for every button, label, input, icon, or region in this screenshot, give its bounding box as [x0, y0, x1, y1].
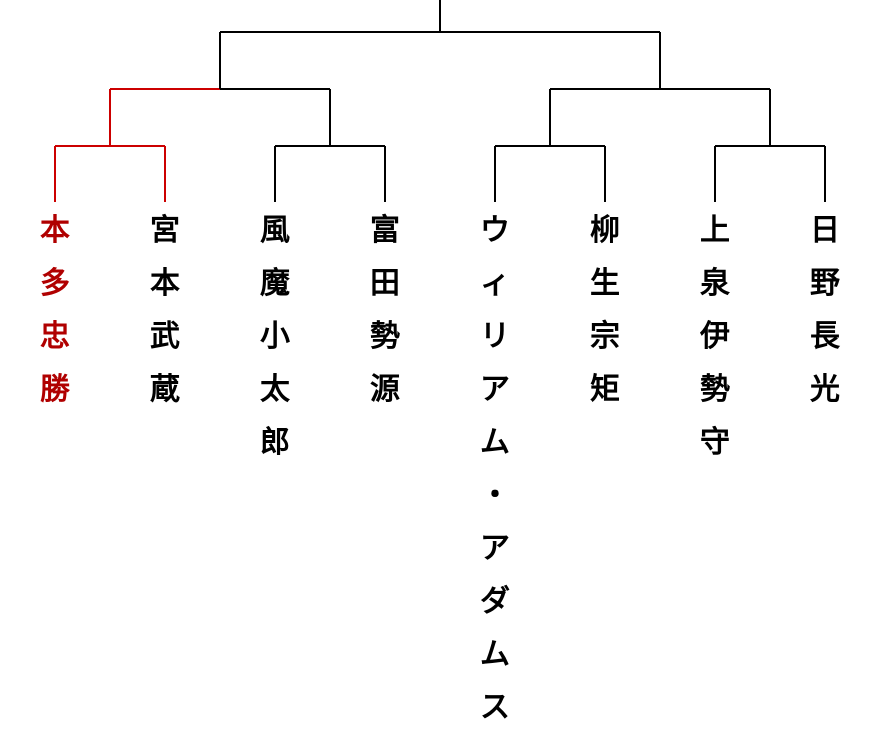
participant-name-1: 本 多 忠 勝: [40, 213, 70, 407]
participant-name-8: 日 野 長 光: [810, 213, 840, 407]
participant-name-4: 富 田 勢 源: [370, 213, 400, 407]
participant-name-2: 宮 本 武 蔵: [150, 213, 180, 407]
participant-name-3: 風 魔 小 太 郎: [260, 213, 290, 460]
participant-name-5: ウ ィ リ ア ム ・ ア ダ ム ス: [480, 213, 510, 725]
participant-name-7: 上 泉 伊 勢 守: [700, 213, 730, 460]
participant-name-6: 柳 生 宗 矩: [590, 213, 620, 407]
